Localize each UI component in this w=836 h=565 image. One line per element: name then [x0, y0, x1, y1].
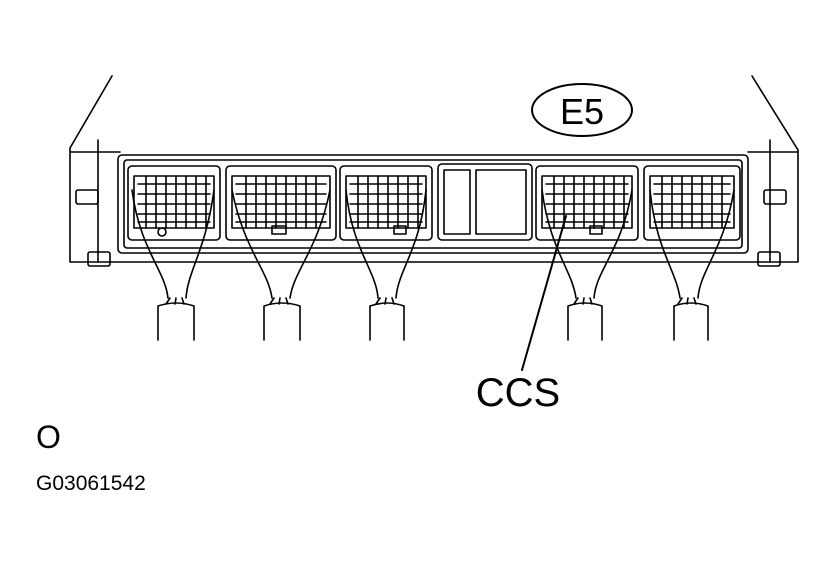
connector-block-4	[535, 165, 639, 241]
blank-cover	[437, 163, 533, 241]
wire-harness-4	[541, 189, 633, 341]
ccs-leader-line	[521, 215, 567, 371]
wire-harness-2	[231, 189, 331, 341]
connector-block-5	[643, 165, 741, 241]
ccs-pointer-label: CCS	[476, 371, 560, 415]
view-marker: O	[36, 419, 61, 455]
connector-block-3	[339, 165, 433, 241]
connector-label-oval	[531, 83, 633, 137]
connector-block-2	[225, 165, 337, 241]
figure-id: G03061542	[36, 472, 146, 495]
wire-harness-5	[649, 189, 735, 341]
wire-harness-3	[345, 189, 427, 341]
connector-label: E5	[560, 91, 604, 132]
wire-harness-1	[131, 189, 215, 341]
ecu-housing	[69, 75, 799, 267]
